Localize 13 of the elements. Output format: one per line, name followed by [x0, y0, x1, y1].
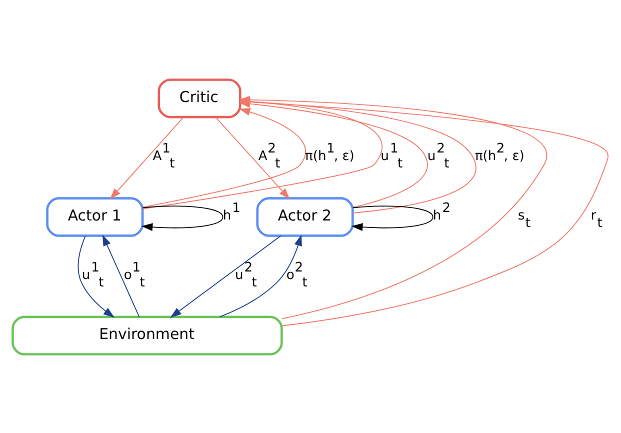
- node-box: Critic: [158, 78, 242, 118]
- node-box: Environment: [12, 315, 283, 355]
- node-box: Actor 2: [256, 196, 354, 236]
- arrow: [215, 116, 290, 199]
- arrow: [102, 234, 140, 317]
- arrow: [170, 234, 282, 318]
- arrow: [219, 234, 302, 317]
- arrow: [141, 205, 224, 230]
- node-box: Actor 1: [46, 196, 144, 236]
- arrow: [110, 116, 184, 199]
- arrow: [352, 205, 434, 230]
- arrow: [142, 108, 306, 208]
- arrow: [78, 234, 115, 318]
